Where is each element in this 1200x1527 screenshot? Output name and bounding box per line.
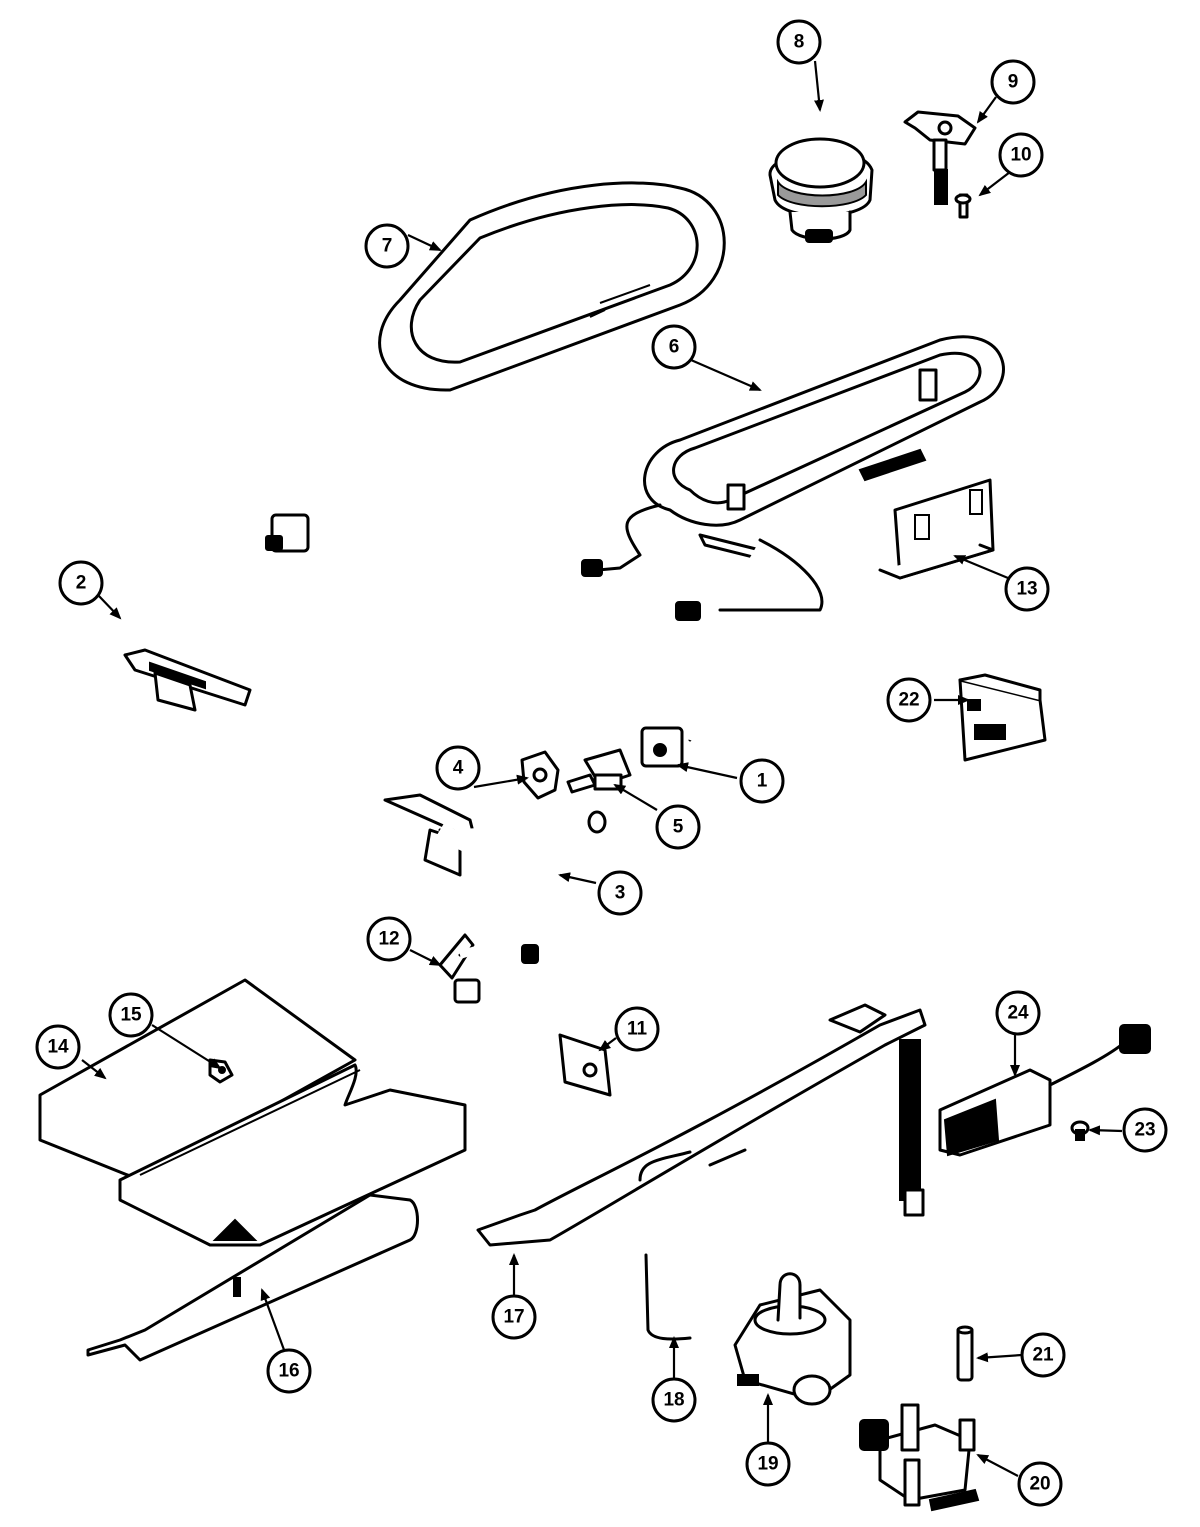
callout-21: 21 bbox=[1020, 1332, 1066, 1378]
callout-label: 20 bbox=[1029, 1474, 1050, 1495]
callout-16: 16 bbox=[266, 1348, 312, 1394]
part-7-grate-ring bbox=[378, 181, 726, 392]
part-6-burner-base bbox=[643, 335, 1005, 562]
part-16-burner-tube bbox=[86, 1193, 419, 1362]
callout-20: 20 bbox=[1017, 1461, 1063, 1507]
part-19-regulator bbox=[733, 1272, 852, 1406]
part-23-screw bbox=[1070, 1120, 1090, 1141]
callout-3: 3 bbox=[597, 870, 643, 916]
callout-6: 6 bbox=[651, 324, 697, 370]
callout-14: 14 bbox=[35, 1024, 81, 1070]
callout-label: 12 bbox=[378, 929, 399, 950]
callout-label: 22 bbox=[898, 690, 919, 711]
part-2-bracket bbox=[123, 648, 252, 712]
part-17-main-burner bbox=[476, 1003, 927, 1247]
part-6-gas-tubes bbox=[581, 503, 824, 621]
part-3-burner-tube bbox=[383, 793, 607, 877]
callout-15: 15 bbox=[108, 992, 154, 1038]
callout-label: 2 bbox=[76, 573, 87, 594]
callout-label: 1 bbox=[757, 771, 768, 792]
part-9-electrode-bracket bbox=[903, 110, 977, 205]
callout-label: 10 bbox=[1010, 145, 1031, 166]
callout-label: 8 bbox=[794, 32, 805, 53]
part-10-screw bbox=[954, 193, 972, 219]
part-11-plate bbox=[558, 1033, 612, 1097]
callout-11: 11 bbox=[614, 1006, 660, 1052]
part-20-valve bbox=[859, 1403, 980, 1512]
callout-label: 19 bbox=[757, 1454, 778, 1475]
callout-9: 9 bbox=[990, 59, 1036, 105]
callout-22: 22 bbox=[886, 677, 932, 723]
callout-label: 23 bbox=[1134, 1120, 1155, 1141]
callout-18: 18 bbox=[651, 1377, 697, 1423]
part-8-burner-cap bbox=[768, 137, 874, 243]
part-14-shield bbox=[38, 978, 467, 1247]
callout-label: 18 bbox=[663, 1390, 684, 1411]
callout-23: 23 bbox=[1122, 1107, 1168, 1153]
part-12-orifice-holder bbox=[438, 933, 539, 1004]
callout-24: 24 bbox=[995, 990, 1041, 1036]
callout-17: 17 bbox=[491, 1294, 537, 1340]
callout-1: 1 bbox=[739, 758, 785, 804]
callout-19: 19 bbox=[745, 1441, 791, 1487]
leader-lines bbox=[81, 60, 1123, 1477]
callout-label: 9 bbox=[1008, 72, 1019, 93]
callout-13: 13 bbox=[1004, 566, 1050, 612]
part-21-pin bbox=[956, 1325, 974, 1382]
callout-2: 2 bbox=[58, 560, 104, 606]
part-18-tubing bbox=[638, 1148, 747, 1341]
callout-label: 16 bbox=[278, 1361, 299, 1382]
callout-label: 5 bbox=[673, 817, 684, 838]
callout-label: 7 bbox=[382, 236, 393, 257]
callout-label: 11 bbox=[627, 1019, 648, 1040]
callout-5: 5 bbox=[655, 804, 701, 850]
callout-7: 7 bbox=[364, 223, 410, 269]
part-1-gas-tube bbox=[265, 506, 696, 768]
callout-label: 3 bbox=[615, 883, 626, 904]
callout-label: 21 bbox=[1032, 1345, 1054, 1366]
callout-label: 14 bbox=[47, 1037, 69, 1058]
callout-label: 24 bbox=[1007, 1003, 1029, 1024]
callout-8: 8 bbox=[776, 19, 822, 65]
part-13-bracket bbox=[878, 478, 995, 580]
part-4-clip bbox=[520, 750, 560, 800]
callout-label: 13 bbox=[1016, 579, 1037, 600]
part-24-electrode bbox=[938, 1024, 1151, 1157]
callout-label: 6 bbox=[669, 337, 680, 358]
part-5-switch bbox=[566, 748, 632, 794]
callout-4: 4 bbox=[435, 745, 481, 791]
callout-label: 17 bbox=[503, 1307, 524, 1328]
callout-12: 12 bbox=[366, 916, 412, 962]
callout-10: 10 bbox=[998, 132, 1044, 178]
callout-label: 4 bbox=[453, 758, 464, 779]
callout-label: 15 bbox=[120, 1005, 142, 1026]
part-22-spark-module bbox=[958, 673, 1047, 762]
